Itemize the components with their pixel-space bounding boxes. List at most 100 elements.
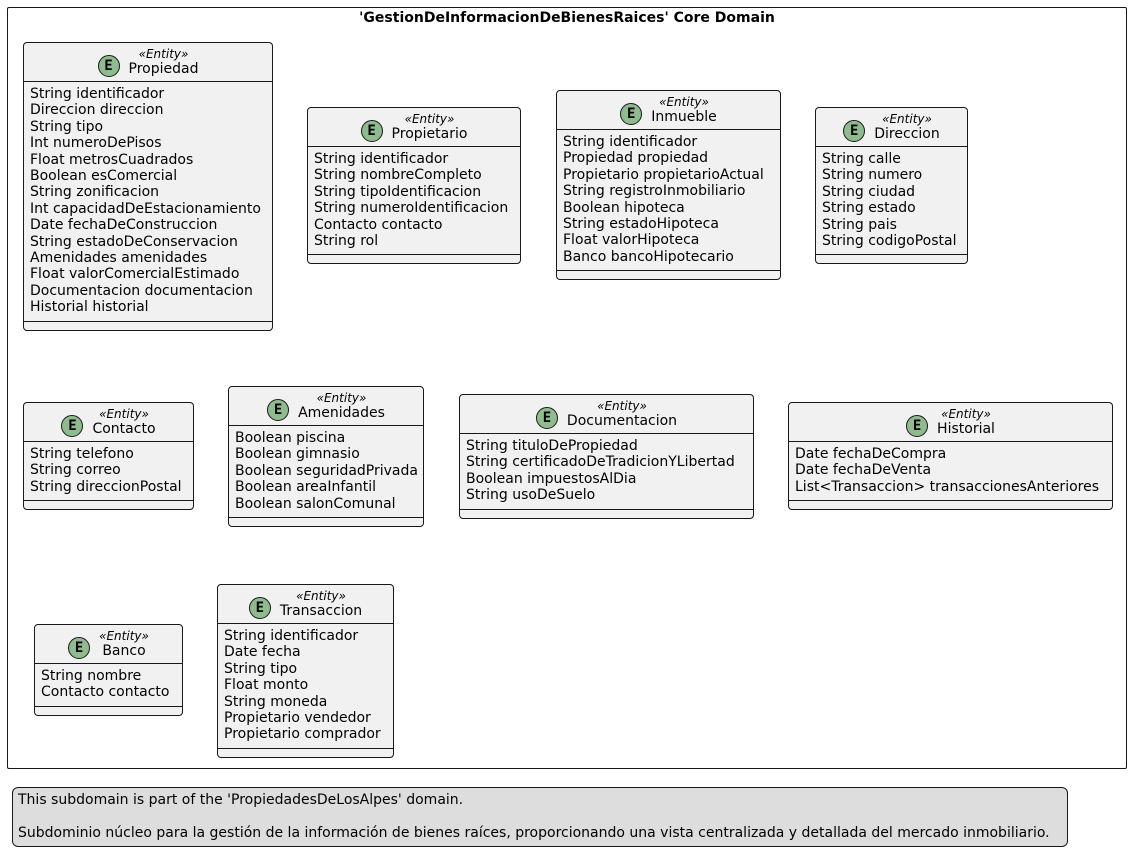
entity-methods-compartment [789,501,1112,509]
entity-field: String pais [822,216,897,233]
entity-methods-compartment [229,518,423,526]
entity-field: String codigoPostal [822,233,957,250]
entity-methods-compartment [557,271,780,279]
note-line-2: Subdominio núcleo para la gestión de la … [18,825,1050,841]
entity-badge-icon: E [843,119,866,142]
entity-name: Propiedad [128,61,199,77]
entity-field: Boolean piscina [235,430,346,446]
entity-methods-compartment [24,501,193,509]
entity-header: E«Entity»Transaccion [218,585,393,624]
entity-field: String moneda [224,693,328,710]
entity-field: Propietario propietarioActual [563,166,764,183]
entity-name: Propietario [391,126,468,142]
entity-field: String direccionPostal [30,478,182,495]
entity-field: Float monto [224,677,309,694]
entity-field: Contacto contacto [41,684,170,701]
entity-header: E«Entity»Direccion [816,108,967,147]
note-line-1: This subdomain is part of the 'Propiedad… [18,792,464,808]
entity-stereotype: «Entity» [882,112,932,126]
entity-name: Banco [102,643,146,659]
entity-field: String estadoHipoteca [563,216,719,233]
entity-field: Float metrosCuadrados [30,151,194,168]
entity-field: Propietario vendedor [224,710,371,727]
entity-stereotype: «Entity» [404,112,455,126]
entity-field: String nombreCompleto [314,167,482,184]
entity-stereotype: «Entity» [99,407,149,421]
entity-field: Float valorHipoteca [563,232,700,249]
entity-field: Documentacion documentacion [30,282,253,299]
entity-stereotype: «Entity» [659,95,709,109]
entity-field: String numero [822,167,923,184]
entity-field: String calle [822,151,901,167]
package-core-domain: 'GestionDeInformacionDeBienesRaices' Cor… [7,7,1127,769]
entity-methods-compartment [460,510,753,518]
entity-field: String zonificacion [30,184,160,201]
entity-field: String tituloDePropiedad [466,438,638,454]
entity-stereotype: «Entity» [941,407,991,421]
domain-note: This subdomain is part of the 'Propiedad… [12,787,1068,847]
entity-header: E «Entity»Documentacion [460,395,753,434]
entity-stereotype: «Entity» [138,47,189,61]
entity-badge-icon: E [97,54,120,77]
entity-header: E «Entity»Propietario [308,108,520,147]
entity-header: E «Entity»Banco [35,625,182,664]
entity-field: String certificadoDeTradicionYLibertad [466,454,735,471]
entity-stereotype: «Entity» [597,399,647,413]
entity-badge-icon: E [906,414,929,437]
entity-field: String tipo [224,660,298,677]
entity-field: Contacto contacto [314,216,443,233]
entity-field: String rol [314,233,379,250]
entity-field: Boolean impuestosAlDia [466,470,637,487]
entity-header: E «Entity»Propiedad [24,43,272,82]
entity-field: Date fecha [224,644,301,661]
entity-field: String usoDeSuelo [466,487,596,504]
entity-badge-icon: E [535,406,558,429]
entity-name: Documentacion [566,413,678,429]
entity-stereotype: «Entity» [316,391,367,405]
entity-field: String estadoDeConservacion [30,233,238,250]
entity-methods-compartment [308,255,520,263]
entity-field: Int capacidadDeEstacionamiento [30,200,261,217]
entity-badge-icon: E [360,119,383,142]
entity-field: String correo [30,462,121,479]
entity-name: Amenidades [298,405,385,421]
entity-field: Boolean gimnasio [235,446,360,463]
entity-badge-icon: E [267,398,290,421]
entity-field: Historial historial [30,299,149,316]
entity-field: String identificador [314,151,449,167]
entity-name: Historial [937,421,995,437]
entity-field: Propietario comprador [224,726,381,743]
entity-field: String estado [822,200,916,217]
entity-stereotype: «Entity» [99,629,149,643]
entity-methods-compartment [35,707,182,715]
entity-field: Amenidades amenidades [30,250,208,267]
entity-field: Boolean areaInfantil [235,479,377,496]
entity-header: E «Entity»Amenidades [229,387,423,426]
entity-field: String identificador [30,86,165,102]
entity-methods-compartment [24,322,272,330]
entity-field: Int numeroDePisos [30,135,162,152]
entity-header: E «Entity»Historial [789,403,1112,442]
entity-field: Date fechaDeConstruccion [30,217,218,234]
entity-badge-icon: E [68,636,91,659]
entity-field: String ciudad [822,183,916,200]
